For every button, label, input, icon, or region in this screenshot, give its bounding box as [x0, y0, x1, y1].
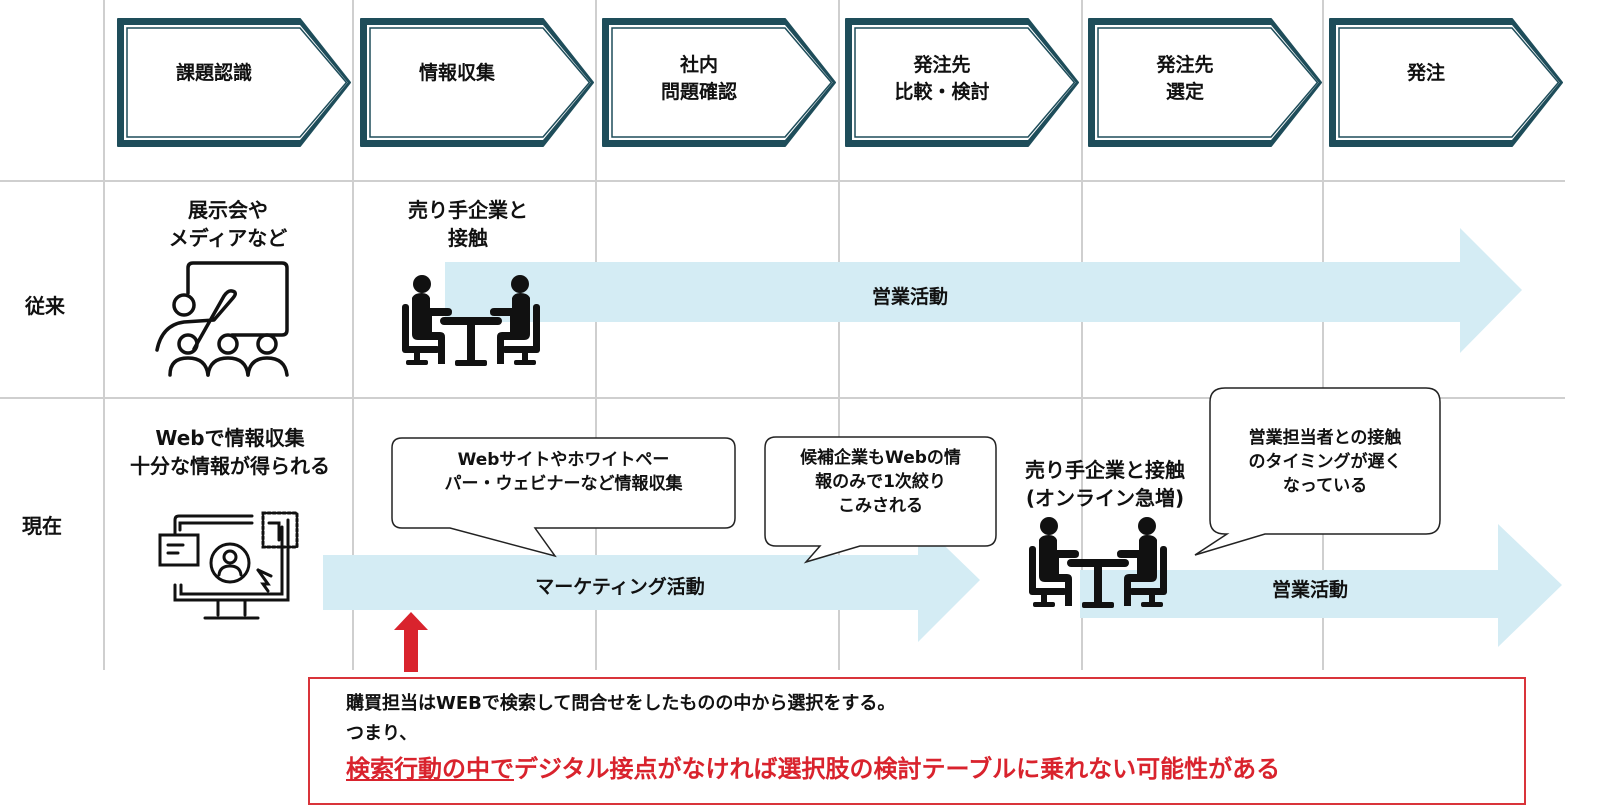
step-chevron-inner-border	[1338, 27, 1560, 138]
notice-line-1: 購買担当はWEBで検索して問合せをしたものの中から選択をする。	[346, 693, 896, 714]
caption-seller-contact: 売り手企業と 接触	[408, 198, 528, 250]
step-chevron-inner-border	[854, 27, 1076, 138]
caption-exhibition: 展示会や メディアなど	[168, 198, 288, 250]
step-chevron-inner	[124, 25, 348, 140]
grid-line	[0, 180, 1565, 182]
step-label-2: 情報収集	[418, 61, 495, 84]
speech-bubble-web	[391, 437, 736, 558]
grid-line	[103, 0, 105, 670]
grid-line	[838, 0, 840, 670]
step-chevron-inner	[1336, 25, 1560, 140]
step-chevron-inner	[852, 25, 1076, 140]
sales-activity-label-current: 営業活動	[1271, 579, 1348, 601]
grid-line	[0, 397, 1565, 399]
presentation-audience-icon	[155, 261, 289, 377]
caption-web-info: Webで情報収集 十分な情報が得られる	[130, 426, 330, 478]
notice-box: 購買担当はWEBで検索して問合せをしたものの中から選択をする。 つまり、 検索行…	[308, 677, 1526, 805]
bubble-text-timing: 営業担当者との接触 のタイミングが遅く なっている	[1248, 428, 1402, 496]
marketing-activity-label: マーケティング活動	[535, 576, 705, 598]
step-label-1: 課題認識	[175, 61, 252, 84]
step-chevron-inner-border	[126, 27, 348, 138]
monitor-user-icon	[158, 511, 299, 620]
step-chevron-inner	[609, 25, 833, 140]
row-label-current: 現在	[22, 514, 62, 538]
notice-line-2: つまり、	[346, 723, 418, 744]
step-chevron-inner	[367, 25, 591, 140]
red-up-arrow	[394, 612, 428, 672]
grid-line	[1322, 0, 1324, 670]
step-chevron-inner-border	[1097, 27, 1319, 138]
speech-bubble-timing	[1194, 387, 1441, 556]
step-label-6: 発注	[1406, 61, 1445, 84]
speech-bubble-shortlist	[764, 436, 997, 564]
meeting-table-icon	[402, 275, 540, 366]
notice-emphasis-text: デジタル接点がなければ選択肢の検討テーブルに乗れない可能性がある	[514, 755, 1281, 783]
grid-line	[1081, 0, 1083, 670]
notice-underlined-text: 検索行動の中で	[346, 755, 514, 783]
grid-line	[352, 0, 354, 670]
step-label-4: 発注先 比較・検討	[894, 54, 990, 103]
sales-activity-arrow-current	[1080, 524, 1562, 647]
row-label-traditional: 従来	[25, 294, 65, 318]
step-label-3: 社内 問題確認	[660, 54, 737, 103]
step-chevron-inner	[1095, 25, 1319, 140]
step-label-5: 発注先 選定	[1156, 54, 1214, 103]
grid-line	[595, 0, 597, 670]
caption-seller-contact-online: 売り手企業と接触 (オンライン急増)	[1025, 458, 1185, 510]
bubble-text-web: Webサイトやホワイトペー パー・ウェビナーなど情報収集	[444, 450, 683, 494]
bubble-text-shortlist: 候補企業もWebの情 報のみで1次絞り こみされる	[800, 448, 961, 516]
notice-line-3: 検索行動の中でデジタル接点がなければ選択肢の検討テーブルに乗れない可能性がある	[346, 749, 1280, 784]
sales-activity-label-traditional: 営業活動	[871, 286, 948, 308]
step-chevron-inner-border	[369, 27, 591, 138]
marketing-activity-arrow	[323, 520, 980, 642]
meeting-table-icon	[1029, 517, 1167, 608]
step-chevron-inner-border	[611, 27, 833, 138]
sales-activity-arrow-traditional	[445, 228, 1522, 353]
